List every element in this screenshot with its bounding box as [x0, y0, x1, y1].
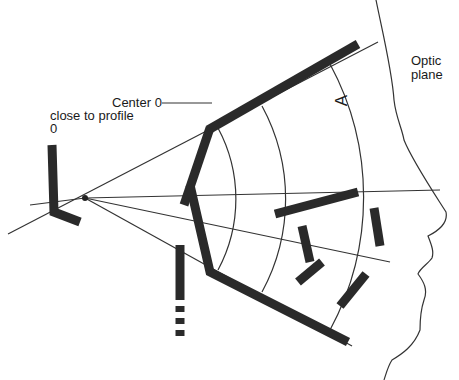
center-label: Center 0 [112, 96, 162, 110]
plane-label: Optic plane [411, 54, 457, 82]
upper-bar [208, 44, 358, 130]
center-label: close to profile [50, 109, 134, 123]
dash-bar [176, 318, 185, 324]
center-point [82, 195, 88, 201]
small-bar [302, 226, 310, 262]
small-bar [374, 208, 380, 246]
sector-letter: A [333, 95, 350, 106]
small-bar [298, 262, 322, 282]
vertical-bar [176, 245, 185, 300]
dash-bar [176, 330, 185, 336]
point-label: 0 [50, 122, 57, 136]
middle-bar [275, 192, 358, 214]
left-bracket [52, 145, 80, 222]
arc-line [262, 106, 286, 292]
ray-line [85, 190, 440, 198]
small-bar [340, 274, 366, 306]
leader-line [162, 102, 212, 103]
ray-line [85, 198, 390, 262]
dash-bar [176, 306, 185, 312]
lower-bar [190, 185, 348, 342]
arc-line [218, 128, 236, 270]
